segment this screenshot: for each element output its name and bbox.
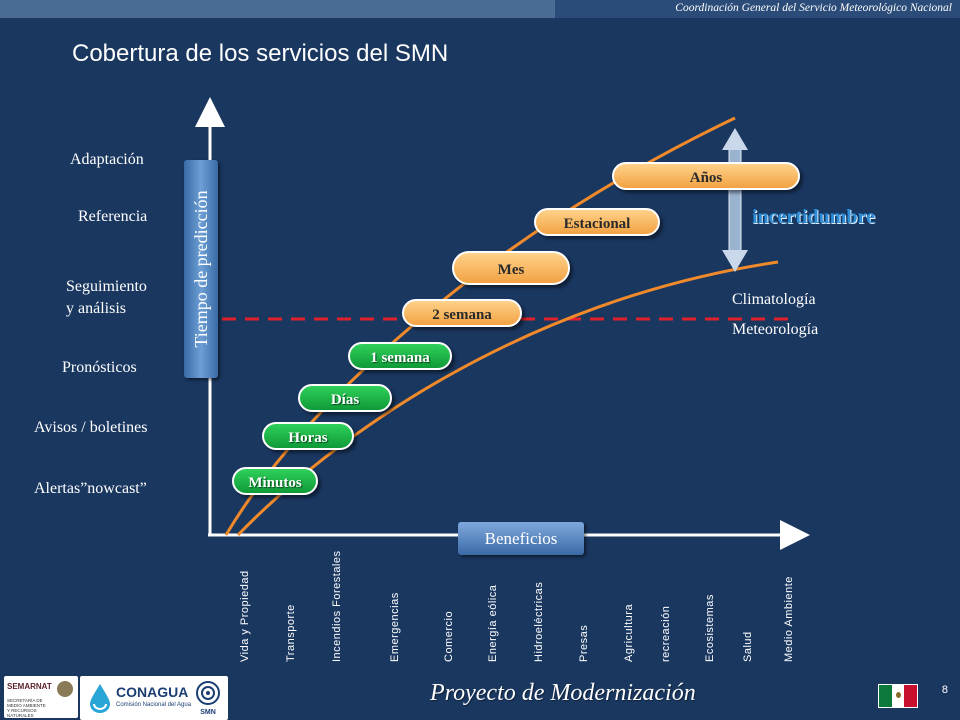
conagua-logo-name: CONAGUA [116,684,189,700]
timescale-1-semana: 1 semana [348,342,452,370]
benefit-label: Medio Ambiente [783,576,795,662]
benefit-label: Agricultura [623,603,635,662]
footer-project-title: Proyecto de Modernización [430,680,696,706]
water-drop-icon [90,684,110,713]
x-axis-label-box: Beneficios [458,522,584,555]
coat-of-arms-icon [57,681,73,697]
smn-logo-icon: SMN [196,681,220,716]
benefit-label: Energía eólica [487,584,499,662]
level-label: Pronósticos [62,359,137,376]
meteorology-label: Meteorología [732,321,819,338]
header-bar-right: Coordinación General del Servicio Meteor… [555,0,960,18]
benefit-label: Ecosistemas [704,594,716,662]
semarnat-logo-subtitle: SECRETARÍA DE MEDIO AMBIENTE Y RECURSOS … [7,698,46,718]
timescale-minutos: Minutos [232,467,318,495]
y-axis-label: Tiempo de predicción [191,190,211,348]
benefit-label: Vida y Propiedad [239,570,251,662]
benefit-label: Hidroeléctricas [533,581,545,662]
semarnat-logo: SEMARNAT SECRETARÍA DE MEDIO AMBIENTE Y … [4,676,78,718]
header-bar [0,0,555,18]
conagua-logo-subtitle: Comisión Nacional del Agua [116,702,192,708]
page-number: 8 [941,684,948,696]
climatology-label: Climatología [732,291,816,308]
benefit-label: Transporte [285,604,297,662]
benefit-label: Presas [578,624,590,662]
mexico-flag-icon [878,684,918,708]
uncertainty-label: incertidumbre [752,206,875,228]
level-label: Alertas”nowcast” [34,480,147,497]
timescale-anos: Años [612,162,800,190]
benefit-label: Comercio [443,610,455,662]
benefit-label: Emergencias [389,592,401,662]
level-label: Referencia [78,208,148,225]
conagua-logo: CONAGUA Comisión Nacional del Agua SMN [80,676,228,720]
timescale-estacional: Estacional [534,208,660,236]
semarnat-logo-name: SEMARNAT [7,682,52,691]
level-label: Adaptación [70,151,144,168]
smn-logo-text: SMN [200,709,216,716]
y-axis-label-box: Tiempo de predicción [184,160,218,378]
benefit-label: Incendios Forestales [331,550,343,663]
benefit-label: recreación [660,605,672,662]
slide-title: Cobertura de los servicios del SMN [72,40,449,67]
timescale-mes: Mes [452,251,570,285]
uncertainty-arrow [722,128,748,272]
benefit-label: Salud [742,631,754,662]
header-organization: Coordinación General del Servicio Meteor… [675,2,952,14]
timescale-2-semana: 2 semana [402,299,522,327]
timescale-horas: Horas [262,422,354,450]
level-label: Seguimiento y análisis [66,278,147,317]
level-label: Avisos / boletines [34,419,148,436]
timescale-dias: Días [298,384,392,412]
